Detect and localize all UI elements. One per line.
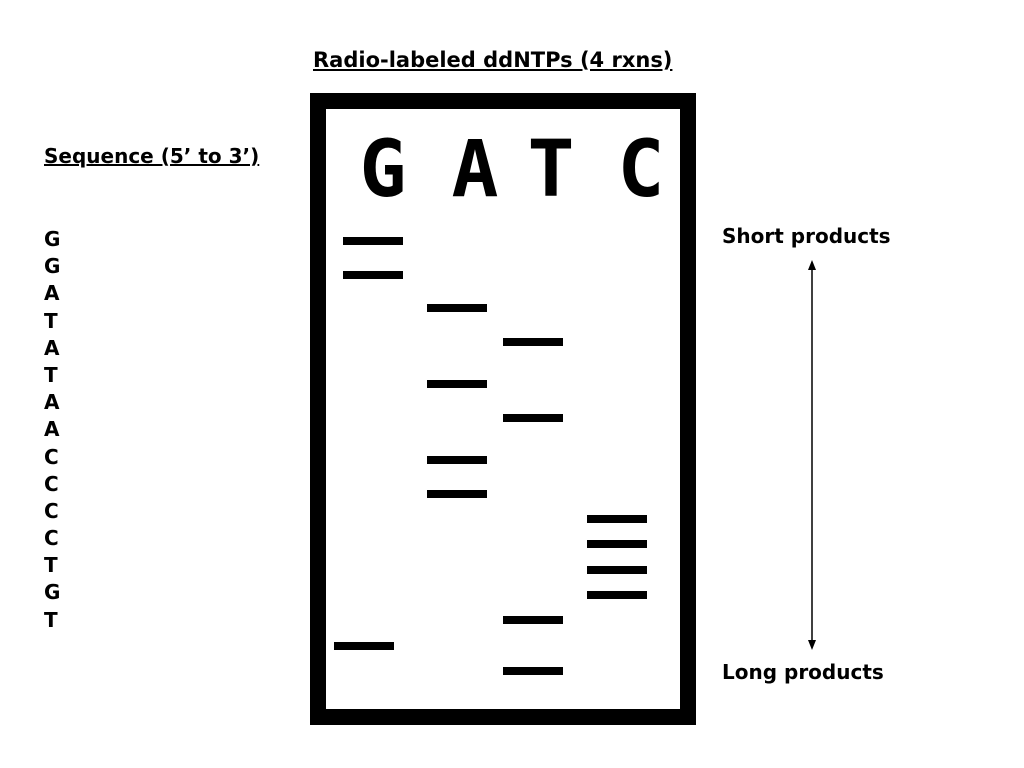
gel-band-c xyxy=(587,540,647,548)
gel-band-t xyxy=(503,414,563,422)
sequence-base: G xyxy=(44,580,61,605)
sequence-base: G xyxy=(44,254,61,279)
gel-band-a xyxy=(427,380,487,388)
sequence-base: C xyxy=(44,444,59,469)
gel-band-g xyxy=(334,642,394,650)
sequence-base: A xyxy=(44,417,60,442)
sequence-base: T xyxy=(44,308,58,333)
lane-label-t: T xyxy=(527,125,575,215)
gel-band-g xyxy=(343,271,403,279)
sequence-base: A xyxy=(44,281,60,306)
gel-band-c xyxy=(587,566,647,574)
lane-label-c: C xyxy=(617,125,665,215)
gel-band-a xyxy=(427,456,487,464)
sequence-base: A xyxy=(44,335,60,360)
gel-band-a xyxy=(427,490,487,498)
gel-band-g xyxy=(343,237,403,245)
sequence-list: G G A T A T A A C C C C T G T xyxy=(44,226,60,634)
sequence-base: T xyxy=(44,607,58,632)
sequence-heading: Sequence (5’ to 3’) xyxy=(44,144,260,168)
gel-frame: G A T C xyxy=(310,93,696,725)
sequence-base: C xyxy=(44,526,59,551)
gel-band-c xyxy=(587,591,647,599)
double-arrow-icon xyxy=(808,260,816,650)
gel-band-a xyxy=(427,304,487,312)
gel-band-c xyxy=(587,515,647,523)
sequence-base: G xyxy=(44,227,61,251)
gel-band-t xyxy=(503,667,563,675)
gel-band-t xyxy=(503,616,563,624)
diagram-title: Radio-labeled ddNTPs (4 rxns) xyxy=(313,48,673,72)
lane-label-a: A xyxy=(451,125,499,215)
sequence-base: A xyxy=(44,390,60,415)
sequence-base: C xyxy=(44,498,59,523)
gel-band-t xyxy=(503,338,563,346)
sequence-base: C xyxy=(44,471,59,496)
long-products-label: Long products xyxy=(722,660,884,684)
sequence-base: T xyxy=(44,553,58,578)
short-products-label: Short products xyxy=(722,224,891,248)
lane-label-g: G xyxy=(359,125,407,215)
sequence-base: T xyxy=(44,362,58,387)
